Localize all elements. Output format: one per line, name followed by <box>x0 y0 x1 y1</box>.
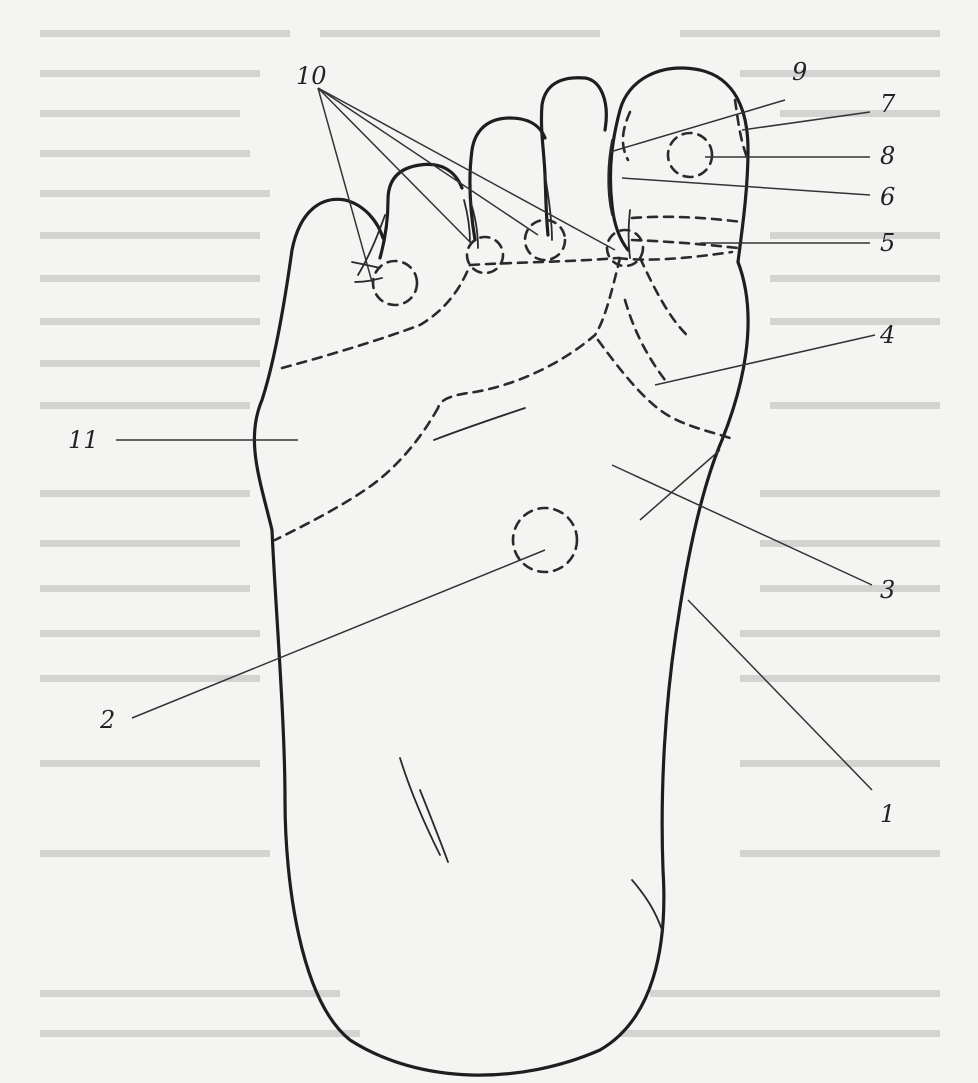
heel-crease-3 <box>632 880 662 930</box>
heel-crease-2 <box>420 790 448 862</box>
label-3: 3 <box>880 576 895 604</box>
sole-crease-1 <box>434 408 525 440</box>
leader-10b <box>318 88 470 242</box>
crease-interdigital-4 <box>464 200 470 242</box>
leader-10a <box>318 88 372 282</box>
label-6: 6 <box>880 183 895 211</box>
label-7: 7 <box>880 90 896 118</box>
label-11: 11 <box>68 426 99 454</box>
third-toe-outline <box>470 118 545 240</box>
zone-great-toe-base <box>618 252 732 260</box>
heel-crease-1 <box>400 758 440 855</box>
zone-outer-arc-2 <box>625 300 665 380</box>
zone-mid-diagonal <box>438 258 620 408</box>
zone-fourth-interdigital-circle <box>467 237 503 273</box>
label-4: 4 <box>879 321 895 349</box>
fourth-toe-outline <box>380 164 462 258</box>
leader-3 <box>612 465 872 585</box>
zone-third-interdigital-circle <box>525 220 565 260</box>
label-1: 1 <box>880 800 895 828</box>
zone-fifth-toe-circle <box>373 261 417 305</box>
great-toe-outline <box>610 68 748 262</box>
leader-10d <box>318 88 615 250</box>
label-10: 10 <box>296 62 327 90</box>
sole-outline <box>254 199 748 1075</box>
zone-great-toe-line <box>632 240 738 248</box>
zone-great-toe-mid <box>632 217 742 222</box>
zone-boundaries <box>275 100 748 572</box>
second-toe-outline <box>541 78 606 235</box>
zone-forefoot-line <box>282 265 470 368</box>
zone-outer-arc-1 <box>598 340 730 438</box>
crease-interdigital-3 <box>629 210 631 258</box>
zone-heel-circle <box>513 508 577 572</box>
leader-10c <box>318 88 538 235</box>
label-9: 9 <box>792 58 807 86</box>
leader-9 <box>610 100 785 152</box>
zone-8-circle <box>668 133 712 177</box>
crease-fifth-b <box>355 278 382 282</box>
label-5: 5 <box>880 229 895 257</box>
zone-outer-arc-3 <box>640 258 690 338</box>
label-8: 8 <box>880 142 895 170</box>
zone-9-arc <box>623 112 630 160</box>
number-labels: 1 2 3 4 5 6 7 8 9 10 11 <box>68 58 896 828</box>
leader-4 <box>655 335 875 385</box>
zone-arch-lower <box>275 408 438 540</box>
label-2: 2 <box>99 706 115 734</box>
